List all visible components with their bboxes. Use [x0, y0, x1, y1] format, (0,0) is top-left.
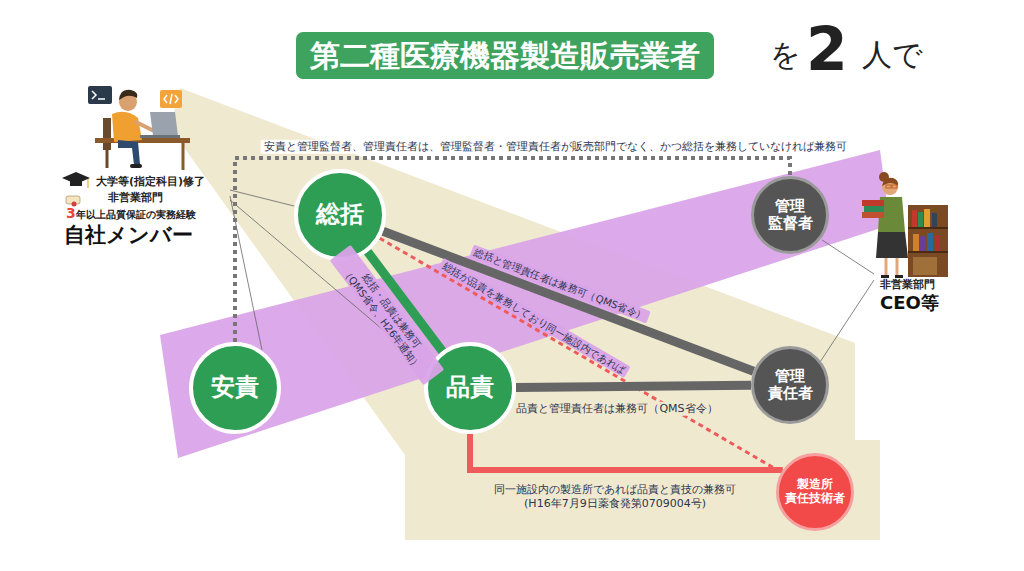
ceo-illustration: [862, 200, 884, 206]
programmer-illustration: [95, 138, 190, 143]
connector: [380, 238, 782, 472]
leader-line: [230, 190, 874, 368]
circle-shape: [753, 348, 828, 423]
leader-line: [820, 280, 874, 362]
ceo-illustration: [920, 236, 925, 251]
circle-shape: [753, 178, 828, 253]
node-label: 管理 監督者: [768, 198, 813, 233]
programmer-illustration: [88, 86, 190, 170]
technician-circle: 製造所 責任技術者: [776, 453, 854, 531]
ceo-illustration: [892, 185, 897, 188]
programmer-illustration: [88, 86, 112, 104]
ceo-illustration: [913, 234, 919, 251]
edge-label: 総括と管理責任者は兼務可（QMS省令）: [469, 245, 650, 324]
connector: [516, 385, 751, 387]
ceo-illustration: [881, 275, 889, 278]
text-label: を: [770, 36, 801, 74]
process-circle: 総括: [294, 169, 386, 261]
programmer-illustration: [160, 90, 182, 108]
ceo-illustration: [932, 213, 937, 227]
graduation-icon: [87, 179, 88, 188]
programmer-illustration: [175, 95, 178, 103]
ceo-illustration: [862, 212, 884, 218]
ceo-band: [160, 150, 890, 458]
node-label: 品責: [446, 374, 494, 402]
node-label: 安責: [211, 374, 259, 402]
ceo-illustration: [927, 233, 933, 251]
ceo-illustration: [895, 275, 903, 278]
ceo-illustration: [913, 257, 937, 275]
text-label: 人で: [862, 36, 923, 74]
graduation-icon: [70, 180, 82, 186]
programmer-illustration: [164, 95, 167, 103]
text-label: 非営業部門: [108, 191, 163, 205]
text-label: 自社メンバー: [64, 222, 193, 248]
edge-label: 安責と管理監督者、管理責任者は、管理監督者・管理責任者が販売部門でなく、かつ総括…: [261, 140, 850, 154]
circle-shape: [778, 455, 853, 530]
ceo-illustration: [908, 227, 948, 229]
role-circle: 管理 監督者: [751, 176, 829, 254]
programmer-illustration: [118, 140, 140, 165]
programmer-illustration: [103, 118, 111, 150]
circle-shape: [426, 344, 514, 432]
ceo-illustration: [918, 212, 923, 227]
text-label: 非営業部門: [880, 278, 935, 292]
circle-shape: [191, 344, 279, 432]
programmer-illustration: [150, 112, 178, 136]
node-label: 管理 責任者: [768, 368, 813, 403]
ceo-illustration: [924, 209, 930, 227]
programmer-illustration: [136, 122, 152, 130]
process-circle: 品責: [424, 342, 516, 434]
programmer-illustration: [98, 98, 105, 100]
connector: [470, 434, 783, 470]
edge-label: 同一施設内の製造所であれば品責と責技の兼務可 (H16年7月9日薬食発第0709…: [487, 483, 743, 512]
text-label: CEO等: [880, 292, 939, 315]
process-circle: 安責: [189, 342, 281, 434]
programmer-illustration: [182, 143, 185, 170]
ceo-illustration: [886, 185, 891, 188]
programmer-illustration: [130, 164, 142, 168]
node-label: 製造所 責任技術者: [785, 478, 845, 506]
graduation-icon: [62, 172, 90, 207]
programmer-illustration: [119, 90, 137, 100]
title-banner: 第二種医療機器製造販売業者: [296, 32, 714, 79]
ceo-illustration: [864, 206, 884, 212]
programmer-illustration: [92, 91, 96, 99]
programmer-illustration: [106, 150, 109, 168]
text-label: 大学等(指定科目)修了: [96, 175, 205, 189]
edge-label: 品責と管理責任者は兼務可（QMS省令）: [513, 402, 720, 416]
ceo-illustration: [862, 172, 948, 278]
circle-shape: [296, 171, 384, 259]
programmer-illustration: [112, 112, 142, 142]
leader-line: [822, 240, 874, 274]
ceo-illustration: [876, 232, 908, 258]
ceo-illustration: [908, 205, 948, 277]
ceo-illustration: [935, 235, 940, 251]
text-label: 2: [806, 12, 848, 87]
role-circle: 管理 責任者: [751, 346, 829, 424]
programmer-illustration: [140, 135, 180, 138]
ceo-illustration: [908, 251, 948, 253]
ceo-illustration: [912, 210, 917, 227]
ceo-illustration: [885, 258, 888, 276]
text-label: 3年以上品質保証の実務経験: [66, 205, 196, 223]
node-label: 総括: [316, 201, 364, 229]
ceo-illustration: [896, 258, 899, 276]
edge-label: 総括・品責は兼務可 （QMS省令、H26年通知）: [330, 245, 445, 385]
programmer-illustration: [170, 94, 172, 104]
leader-line: [230, 190, 294, 206]
